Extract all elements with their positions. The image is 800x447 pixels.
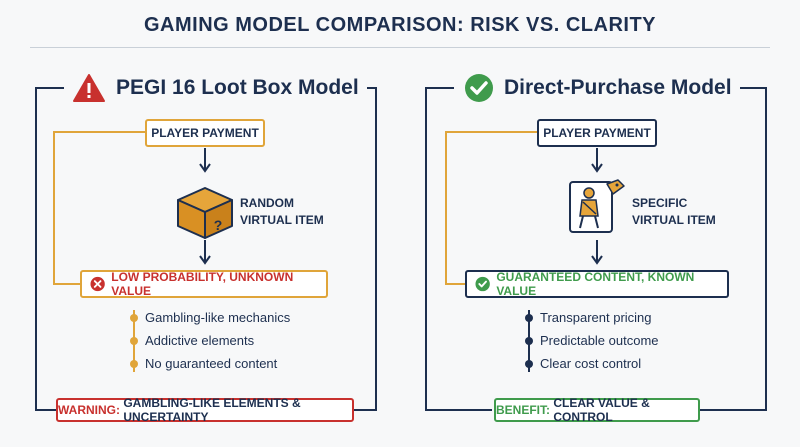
left-bullet-3: No guaranteed content [145, 356, 278, 371]
left-arrow-1 [199, 148, 211, 173]
right-payment-label: PLAYER PAYMENT [543, 126, 651, 140]
warning-triangle-icon [73, 74, 105, 102]
right-bullet-1: Transparent pricing [540, 310, 652, 325]
right-panel-frame [425, 87, 767, 411]
left-result-box: LOW PROBABILITY, UNKNOWN VALUE [80, 270, 328, 298]
left-arrow-2 [199, 240, 211, 265]
right-arrow-1 [591, 148, 603, 173]
right-bullet-3: Clear cost control [540, 356, 642, 371]
right-item-line1: SPECIFIC [632, 196, 688, 210]
svg-text:?: ? [214, 217, 223, 233]
left-bullet-line [130, 310, 138, 372]
right-arrow-2 [591, 240, 603, 265]
right-result-box: GUARANTEED CONTENT, KNOWN VALUE [465, 270, 729, 298]
right-item-line2: VIRTUAL ITEM [632, 213, 716, 227]
right-heading: Direct-Purchase Model [456, 70, 740, 106]
right-payment-box: PLAYER PAYMENT [537, 119, 657, 147]
left-payment-label: PLAYER PAYMENT [151, 126, 259, 140]
left-footer-text: GAMBLING-LIKE ELEMENTS & UNCERTAINTY [123, 396, 301, 424]
right-bullet-line [525, 310, 533, 372]
check-circle-icon [465, 74, 493, 102]
right-result-text: GUARANTEED CONTENT, KNOWN VALUE [496, 270, 695, 298]
left-item-line2: VIRTUAL ITEM [240, 213, 324, 227]
left-bullet-1: Gambling-like mechanics [145, 310, 291, 325]
left-item-label: RANDOM VIRTUAL ITEM [240, 195, 324, 229]
x-circle-icon [90, 276, 105, 292]
left-footer-key: WARNING: [58, 403, 120, 417]
right-footer-box: BENEFIT: CLEAR VALUE & CONTROL [494, 396, 700, 424]
left-bullet-2: Addictive elements [145, 333, 255, 348]
right-item-label: SPECIFIC VIRTUAL ITEM [632, 195, 716, 229]
left-loop-line [53, 131, 147, 285]
right-loop-line [445, 131, 537, 285]
check-circle-small-icon [475, 276, 490, 292]
left-heading-text: PEGI 16 Loot Box Model [116, 76, 359, 99]
mystery-box-icon: ? [177, 187, 233, 239]
title-divider [30, 47, 770, 48]
left-payment-box: PLAYER PAYMENT [145, 119, 265, 147]
left-item-line1: RANDOM [240, 196, 294, 210]
left-footer-box: WARNING: GAMBLING-LIKE ELEMENTS & UNCERT… [56, 396, 354, 424]
right-footer-key: BENEFIT: [496, 403, 550, 417]
character-tag-icon [569, 179, 625, 233]
left-heading: PEGI 16 Loot Box Model [64, 70, 367, 106]
right-footer-text: CLEAR VALUE & CONTROL [553, 396, 650, 424]
right-bullet-2: Predictable outcome [540, 333, 659, 348]
right-heading-text: Direct-Purchase Model [504, 76, 732, 99]
page-title: GAMING MODEL COMPARISON: RISK VS. CLARIT… [144, 14, 656, 36]
left-result-text: LOW PROBABILITY, UNKNOWN VALUE [111, 270, 294, 298]
